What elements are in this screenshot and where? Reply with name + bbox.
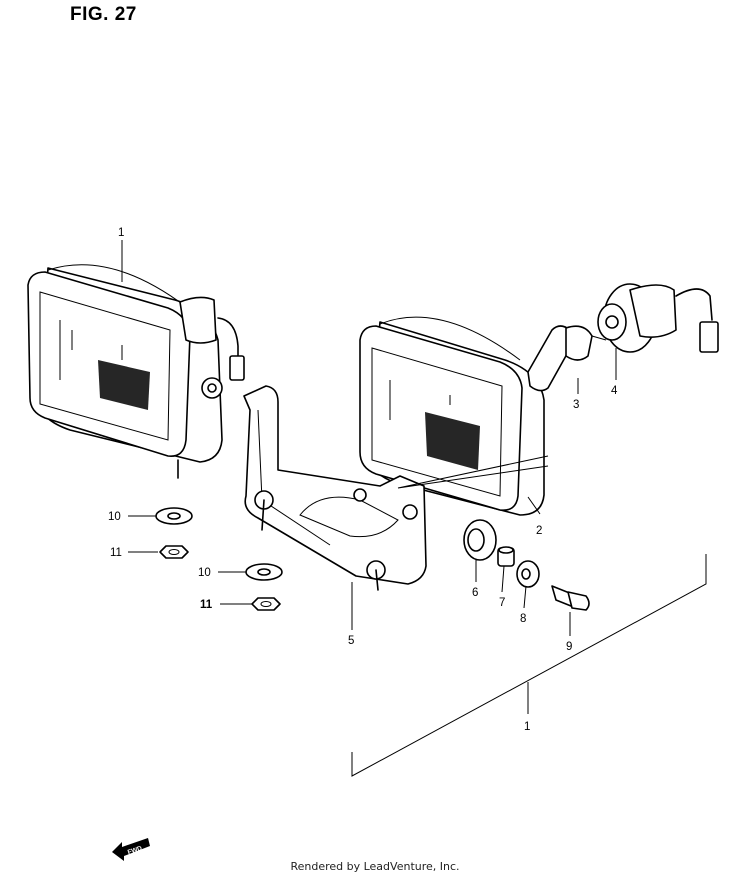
fwd-label: FWD <box>127 845 144 856</box>
left-lamp <box>27 264 245 479</box>
callout-11-right: 11 <box>200 599 213 611</box>
callout-1: 1 <box>118 227 124 239</box>
figure-title: FIG. 27 <box>70 4 137 25</box>
leader-lines <box>121 240 617 636</box>
callout-2: 2 <box>536 525 542 537</box>
callout-5: 5 <box>348 635 354 647</box>
callout-labels: 1 2 3 4 5 6 7 8 9 10 11 1 10 11 <box>108 227 618 733</box>
grommet <box>463 519 497 561</box>
washer <box>516 560 540 588</box>
bulb-socket <box>597 283 719 353</box>
callout-9: 9 <box>566 641 572 653</box>
washer-nut-left <box>155 507 193 559</box>
bulb <box>527 325 607 392</box>
fwd-arrow-icon: FWD <box>112 838 150 861</box>
footer-credit: Rendered by LeadVenture, Inc. <box>290 860 460 873</box>
callout-6: 6 <box>472 587 478 599</box>
washer-nut-right <box>245 563 283 611</box>
collar <box>497 546 515 567</box>
callout-11-left: 11 <box>110 547 122 559</box>
callout-7: 7 <box>499 597 505 609</box>
callout-3: 3 <box>573 399 579 411</box>
callout-4: 4 <box>611 385 618 397</box>
assembly-bracket-line <box>351 554 707 777</box>
bolt <box>551 585 590 611</box>
callout-10-left: 10 <box>108 511 121 523</box>
callout-10-right: 10 <box>198 567 211 579</box>
bracket <box>243 385 427 591</box>
callout-1-assembly: 1 <box>524 721 530 733</box>
callout-8: 8 <box>520 613 526 625</box>
